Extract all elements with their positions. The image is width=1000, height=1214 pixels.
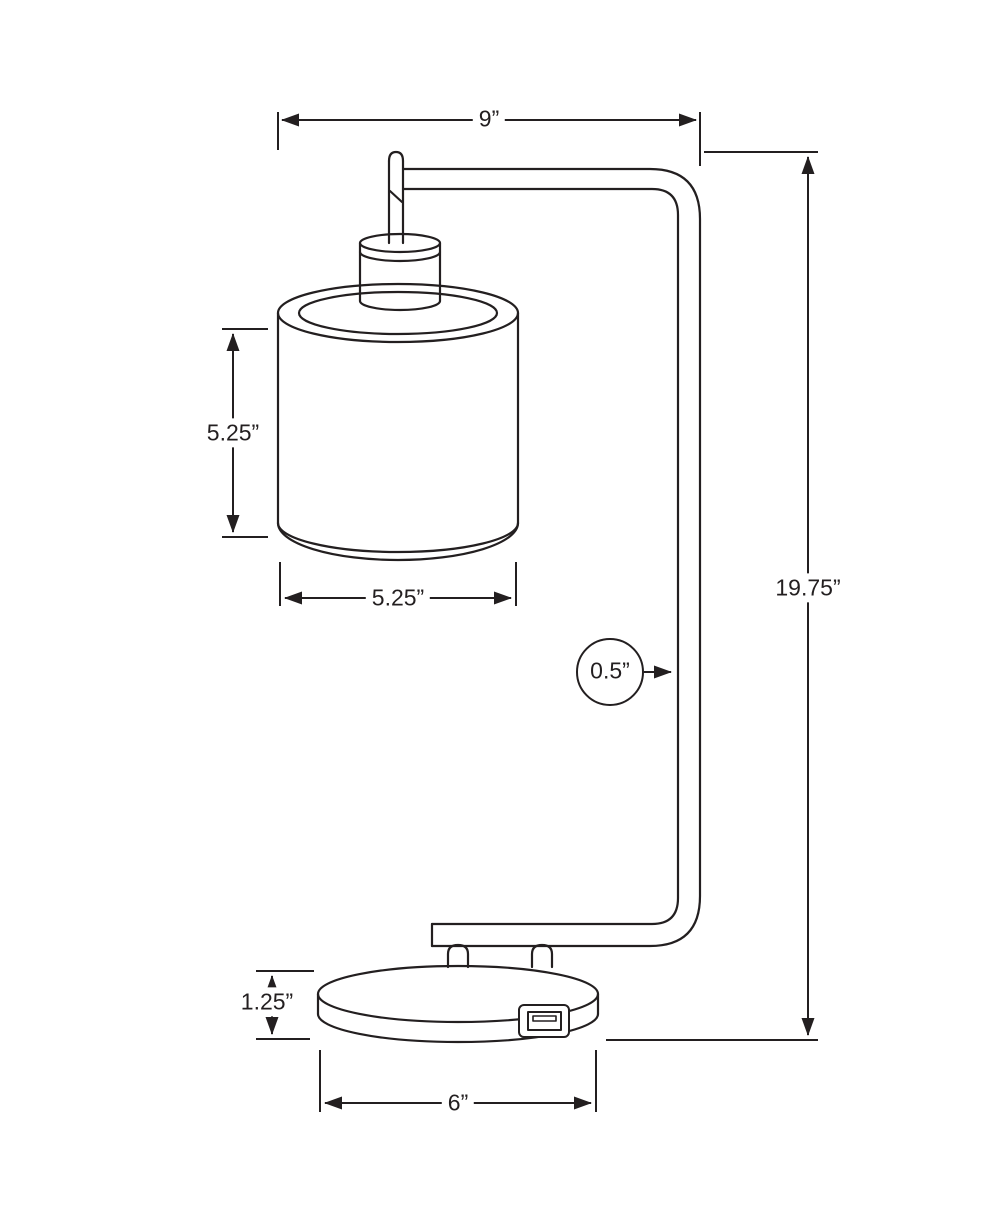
label-base-width: 6” [441,1088,475,1118]
lamp-arm-pipe [401,167,702,948]
lamp-socket [358,232,442,312]
stem-rod [387,150,405,245]
lamp-drawing [276,150,702,1044]
lamp-base [316,943,600,1044]
lamp-shade [276,282,520,562]
base-knob-right [530,943,554,969]
dim-pipe-diameter-callout [576,638,672,706]
label-base-height: 1.25” [234,987,300,1017]
label-pipe-diameter: 0.5” [590,657,630,684]
usb-port-icon [518,1004,570,1038]
label-overall-height: 19.75” [769,573,847,603]
label-shade-height: 5.25” [200,418,266,448]
base-knob-left [446,943,470,969]
label-shade-diameter: 5.25” [365,583,431,613]
dimension-lines [222,112,818,1112]
label-top-width: 9” [472,104,506,134]
